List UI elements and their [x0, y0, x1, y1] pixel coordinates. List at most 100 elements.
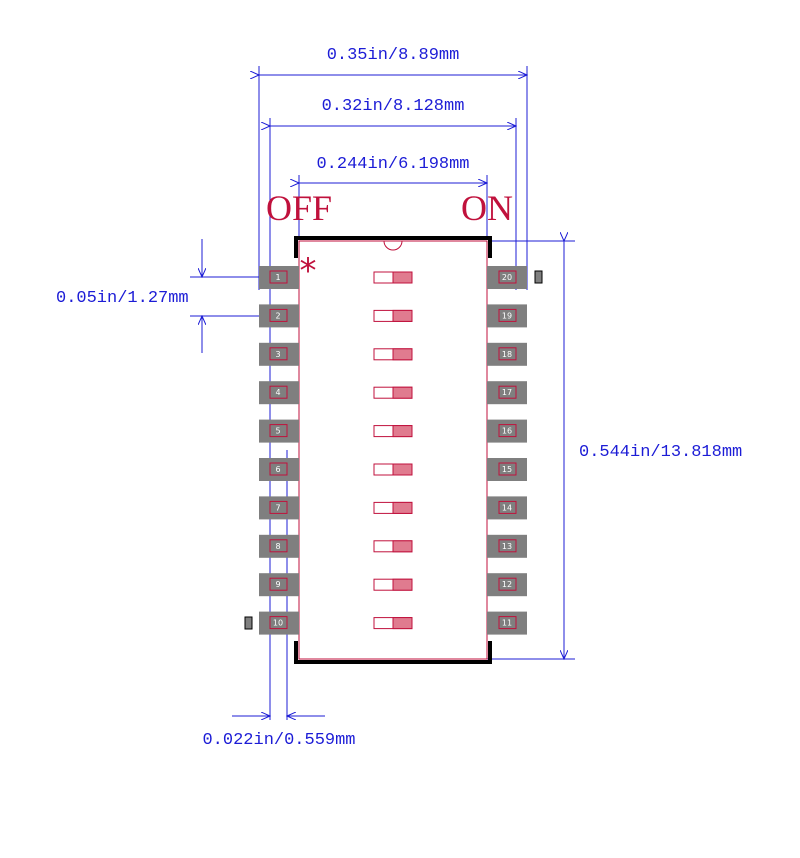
- pad-marking: [498, 616, 517, 630]
- switch-1: [373, 271, 413, 284]
- body-length-label: 0.544in/13.818mm: [579, 443, 742, 462]
- pin-number: 1: [275, 273, 280, 282]
- pad-marking: [269, 462, 288, 476]
- pin-number: 9: [275, 580, 280, 589]
- switch-10: [373, 617, 413, 630]
- pad-width-label: 0.022in/0.559mm: [202, 731, 355, 750]
- switch-actuator: [392, 348, 413, 361]
- pad-right-19: 19: [487, 304, 527, 328]
- pad: [259, 496, 299, 520]
- pad-right-16: 16: [487, 419, 527, 443]
- pin-number: 2: [275, 311, 280, 320]
- pad-marking: [498, 347, 517, 361]
- pad: [259, 266, 299, 289]
- pad-right-12: 12: [487, 573, 527, 597]
- on-label: ON: [461, 188, 513, 228]
- pad-marking: [269, 577, 288, 591]
- off-label: OFF: [266, 188, 332, 228]
- pad: [259, 573, 299, 597]
- component-body: *: [298, 240, 488, 660]
- switch-actuator: [392, 617, 413, 630]
- pad: [259, 342, 299, 366]
- pad: [487, 458, 527, 481]
- pin-number: 5: [275, 427, 280, 436]
- pin-number: 13: [502, 542, 512, 551]
- pad: [487, 496, 527, 520]
- pad: [259, 381, 299, 405]
- courtyard-corners: [294, 236, 492, 664]
- pin-number: 14: [502, 503, 512, 512]
- pad-marking: [498, 308, 517, 322]
- pad: [487, 266, 527, 289]
- pad: [487, 381, 527, 405]
- courtyard-top: [294, 236, 492, 258]
- pad-marking: [498, 577, 517, 591]
- pad-left-10: 10: [259, 611, 299, 635]
- pin1-notch: [383, 240, 403, 251]
- switch-4: [373, 386, 413, 399]
- pad-right-11: 11: [487, 611, 527, 635]
- pad: [487, 419, 527, 443]
- switch-5: [373, 425, 413, 438]
- pad-marking: [269, 616, 288, 630]
- switch-actuator: [392, 271, 413, 284]
- marker-square-right: [534, 270, 543, 284]
- pad: [259, 534, 299, 558]
- pad: [487, 573, 527, 597]
- pad-marking: [498, 462, 517, 476]
- pin-number: 12: [502, 580, 512, 589]
- pin-number: 19: [502, 311, 512, 320]
- left-pads: 1 2 3 4 5 6 7 8 9 10: [259, 266, 299, 635]
- switch-actuator: [392, 578, 413, 591]
- pad: [259, 419, 299, 443]
- pad-marking: [269, 308, 288, 322]
- pad-marking: [269, 500, 288, 514]
- pad-marking: [269, 347, 288, 361]
- pad-left-9: 9: [259, 573, 299, 597]
- switch-actuator: [392, 386, 413, 399]
- pin-number: 6: [275, 465, 280, 474]
- pad-left-6: 6: [259, 458, 299, 481]
- pad: [487, 611, 527, 635]
- pin-number: 20: [502, 273, 512, 282]
- pad-marking: [498, 270, 517, 284]
- pad-right-14: 14: [487, 496, 527, 520]
- pad-left-4: 4: [259, 381, 299, 405]
- pad-right-15: 15: [487, 458, 527, 481]
- pad-span-label: 0.32in/8.128mm: [322, 97, 465, 116]
- pin-number: 18: [502, 350, 512, 359]
- dimension-lines: [202, 75, 564, 716]
- pin-number: 8: [275, 542, 280, 551]
- pin-number: 4: [275, 388, 280, 397]
- pin-number: 11: [502, 619, 512, 628]
- pin1-marker: *: [300, 251, 317, 291]
- pad-right-20: 20: [487, 266, 527, 289]
- pin-number: 7: [275, 503, 280, 512]
- switch-actuator: [392, 463, 413, 476]
- pad-marking: [269, 424, 288, 438]
- pad: [259, 458, 299, 481]
- body-outline: [298, 240, 488, 660]
- body-width-label: 0.244in/6.198mm: [316, 155, 469, 174]
- pad-right-18: 18: [487, 342, 527, 366]
- pad: [487, 342, 527, 366]
- pad-left-3: 3: [259, 342, 299, 366]
- pad: [259, 304, 299, 328]
- switch-6: [373, 463, 413, 476]
- pad: [487, 534, 527, 558]
- pad-marking: [269, 385, 288, 399]
- pad-left-5: 5: [259, 419, 299, 443]
- switch-actuator: [392, 425, 413, 438]
- marker-square-left: [244, 616, 253, 630]
- pad-marking: [498, 424, 517, 438]
- switch-3: [373, 348, 413, 361]
- dip-switches: [373, 271, 413, 630]
- overall-width-label: 0.35in/8.89mm: [327, 46, 460, 65]
- pitch-label: 0.05in/1.27mm: [56, 289, 189, 308]
- courtyard-bottom: [294, 641, 492, 664]
- pad-left-8: 8: [259, 534, 299, 558]
- pin-number: 16: [502, 427, 512, 436]
